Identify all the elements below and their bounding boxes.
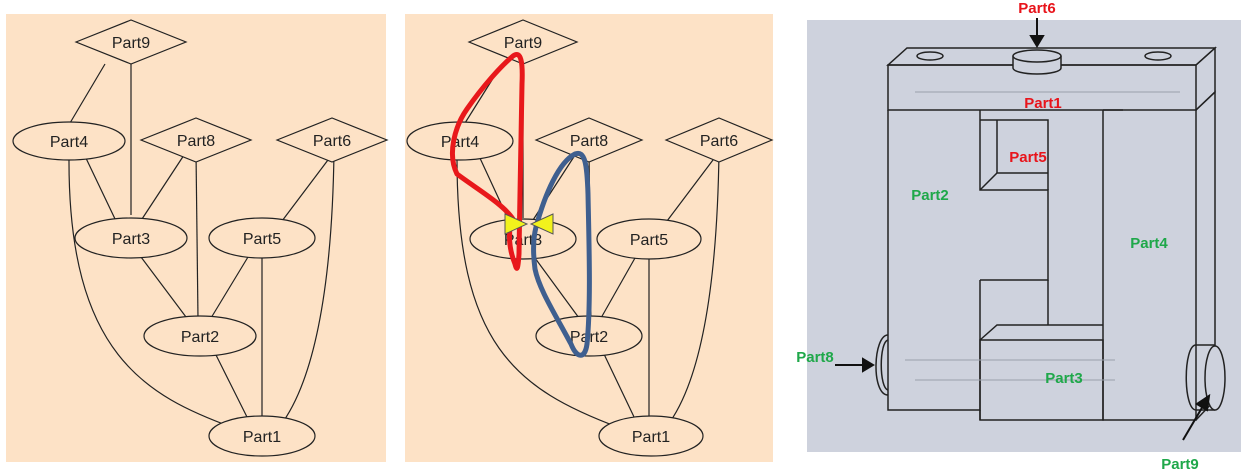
node-part9-shape [74, 19, 188, 65]
label-part1: Part1 [1024, 95, 1062, 112]
assembly-body [875, 46, 1226, 421]
part6-cylinder-top [1012, 49, 1062, 63]
node-part4-label: Part4 [50, 134, 88, 151]
label-part5: Part5 [1009, 149, 1047, 166]
part3-top [979, 324, 1103, 341]
blue-loop [531, 150, 592, 358]
part8-cylinder [875, 334, 889, 396]
node-part3-label: Part3 [112, 231, 150, 248]
label-part6: Part6 [1018, 0, 1056, 17]
node-part6-label: Part6 [700, 133, 738, 150]
label-part2: Part2 [911, 187, 949, 204]
node-part8-label: Part8 [177, 133, 215, 150]
part9-arrow-line [1182, 405, 1204, 441]
label-part8: Part8 [796, 349, 834, 366]
edge-part5-part2 [600, 257, 636, 319]
label-part9: Part9 [1161, 456, 1199, 473]
graph-middle-svg: Part9 Part4 Part8 Part6 Part3 Part5 Part… [406, 19, 774, 457]
node-part5-label: Part5 [243, 231, 281, 248]
part6-arrowhead [1029, 35, 1045, 48]
part5-outline [980, 119, 1049, 190]
edge-part6-part1 [666, 151, 720, 427]
yellow-marker-left [504, 213, 529, 235]
edge-part2-part1 [213, 350, 249, 420]
label-part4: Part4 [1130, 235, 1168, 252]
node-part9-label: Part9 [504, 35, 542, 52]
edge-part2-part1 [602, 351, 636, 420]
assembly-svg: Part6 Part1 Part5 Part2 Part4 Part8 Part… [796, 0, 1241, 473]
edge-part6-part1 [279, 151, 335, 427]
edge-part5-part2 [210, 256, 249, 319]
part9-cylinder-end [1204, 345, 1226, 411]
label-part3: Part3 [1045, 370, 1083, 387]
edge-part6-part5 [281, 151, 335, 222]
graph-panel-left: Part9 Part4 Part8 Part6 Part3 Part5 Part… [6, 14, 389, 462]
node-part3-shape [74, 217, 188, 259]
node-part8-shape [139, 117, 253, 163]
assembly-background [807, 20, 1241, 452]
top-hole-right [1144, 51, 1172, 61]
node-part2-shape [143, 315, 257, 357]
node-part6-shape [664, 117, 774, 163]
edge-part6-part5 [666, 151, 720, 222]
node-part8-label: Part8 [570, 133, 608, 150]
node-part4-shape [12, 121, 126, 161]
node-part1-label: Part1 [632, 429, 670, 446]
edge-part4-part1 [68, 157, 235, 429]
part8-arrowhead [862, 357, 875, 373]
node-part1-shape [598, 415, 704, 457]
edge-part4-part3 [83, 153, 117, 222]
node-part1-shape [208, 415, 316, 457]
node-part4-label: Part4 [441, 134, 479, 151]
assembly-hidden-lines [905, 91, 1180, 381]
node-part5-shape [596, 218, 702, 260]
graph-left-edges [68, 63, 335, 429]
node-part6-shape [275, 117, 389, 163]
edge-part9-part4 [69, 63, 106, 124]
yellow-marker-right [529, 213, 554, 235]
node-part9-label: Part9 [112, 35, 150, 52]
edge-part3-part2 [534, 257, 580, 319]
part9-arrowhead [1195, 393, 1211, 412]
part8-cylinder-inner [880, 339, 889, 391]
node-part2-label: Part2 [181, 329, 219, 346]
graph-left-svg: Part9 Part4 Part8 Part6 Part3 Part5 Part… [12, 19, 389, 457]
assembly-panel: Part6 Part1 Part5 Part2 Part4 Part8 Part… [785, 0, 1241, 474]
node-part5-shape [208, 217, 316, 259]
edge-part8-part3 [141, 151, 187, 220]
edge-part4-part1 [456, 158, 621, 429]
edge-part3-part2 [140, 256, 187, 318]
part9-cylinder [1185, 344, 1215, 411]
node-part1-label: Part1 [243, 429, 281, 446]
part3-front [979, 339, 1104, 421]
graph-panel-middle: Part9 Part4 Part8 Part6 Part3 Part5 Part… [405, 14, 774, 462]
node-part5-label: Part5 [630, 232, 668, 249]
top-hole-left [916, 51, 944, 61]
node-part6-label: Part6 [313, 133, 351, 150]
edge-part8-part2 [195, 151, 199, 320]
node-part9-shape [467, 19, 579, 65]
part4-outline [1102, 110, 1197, 421]
